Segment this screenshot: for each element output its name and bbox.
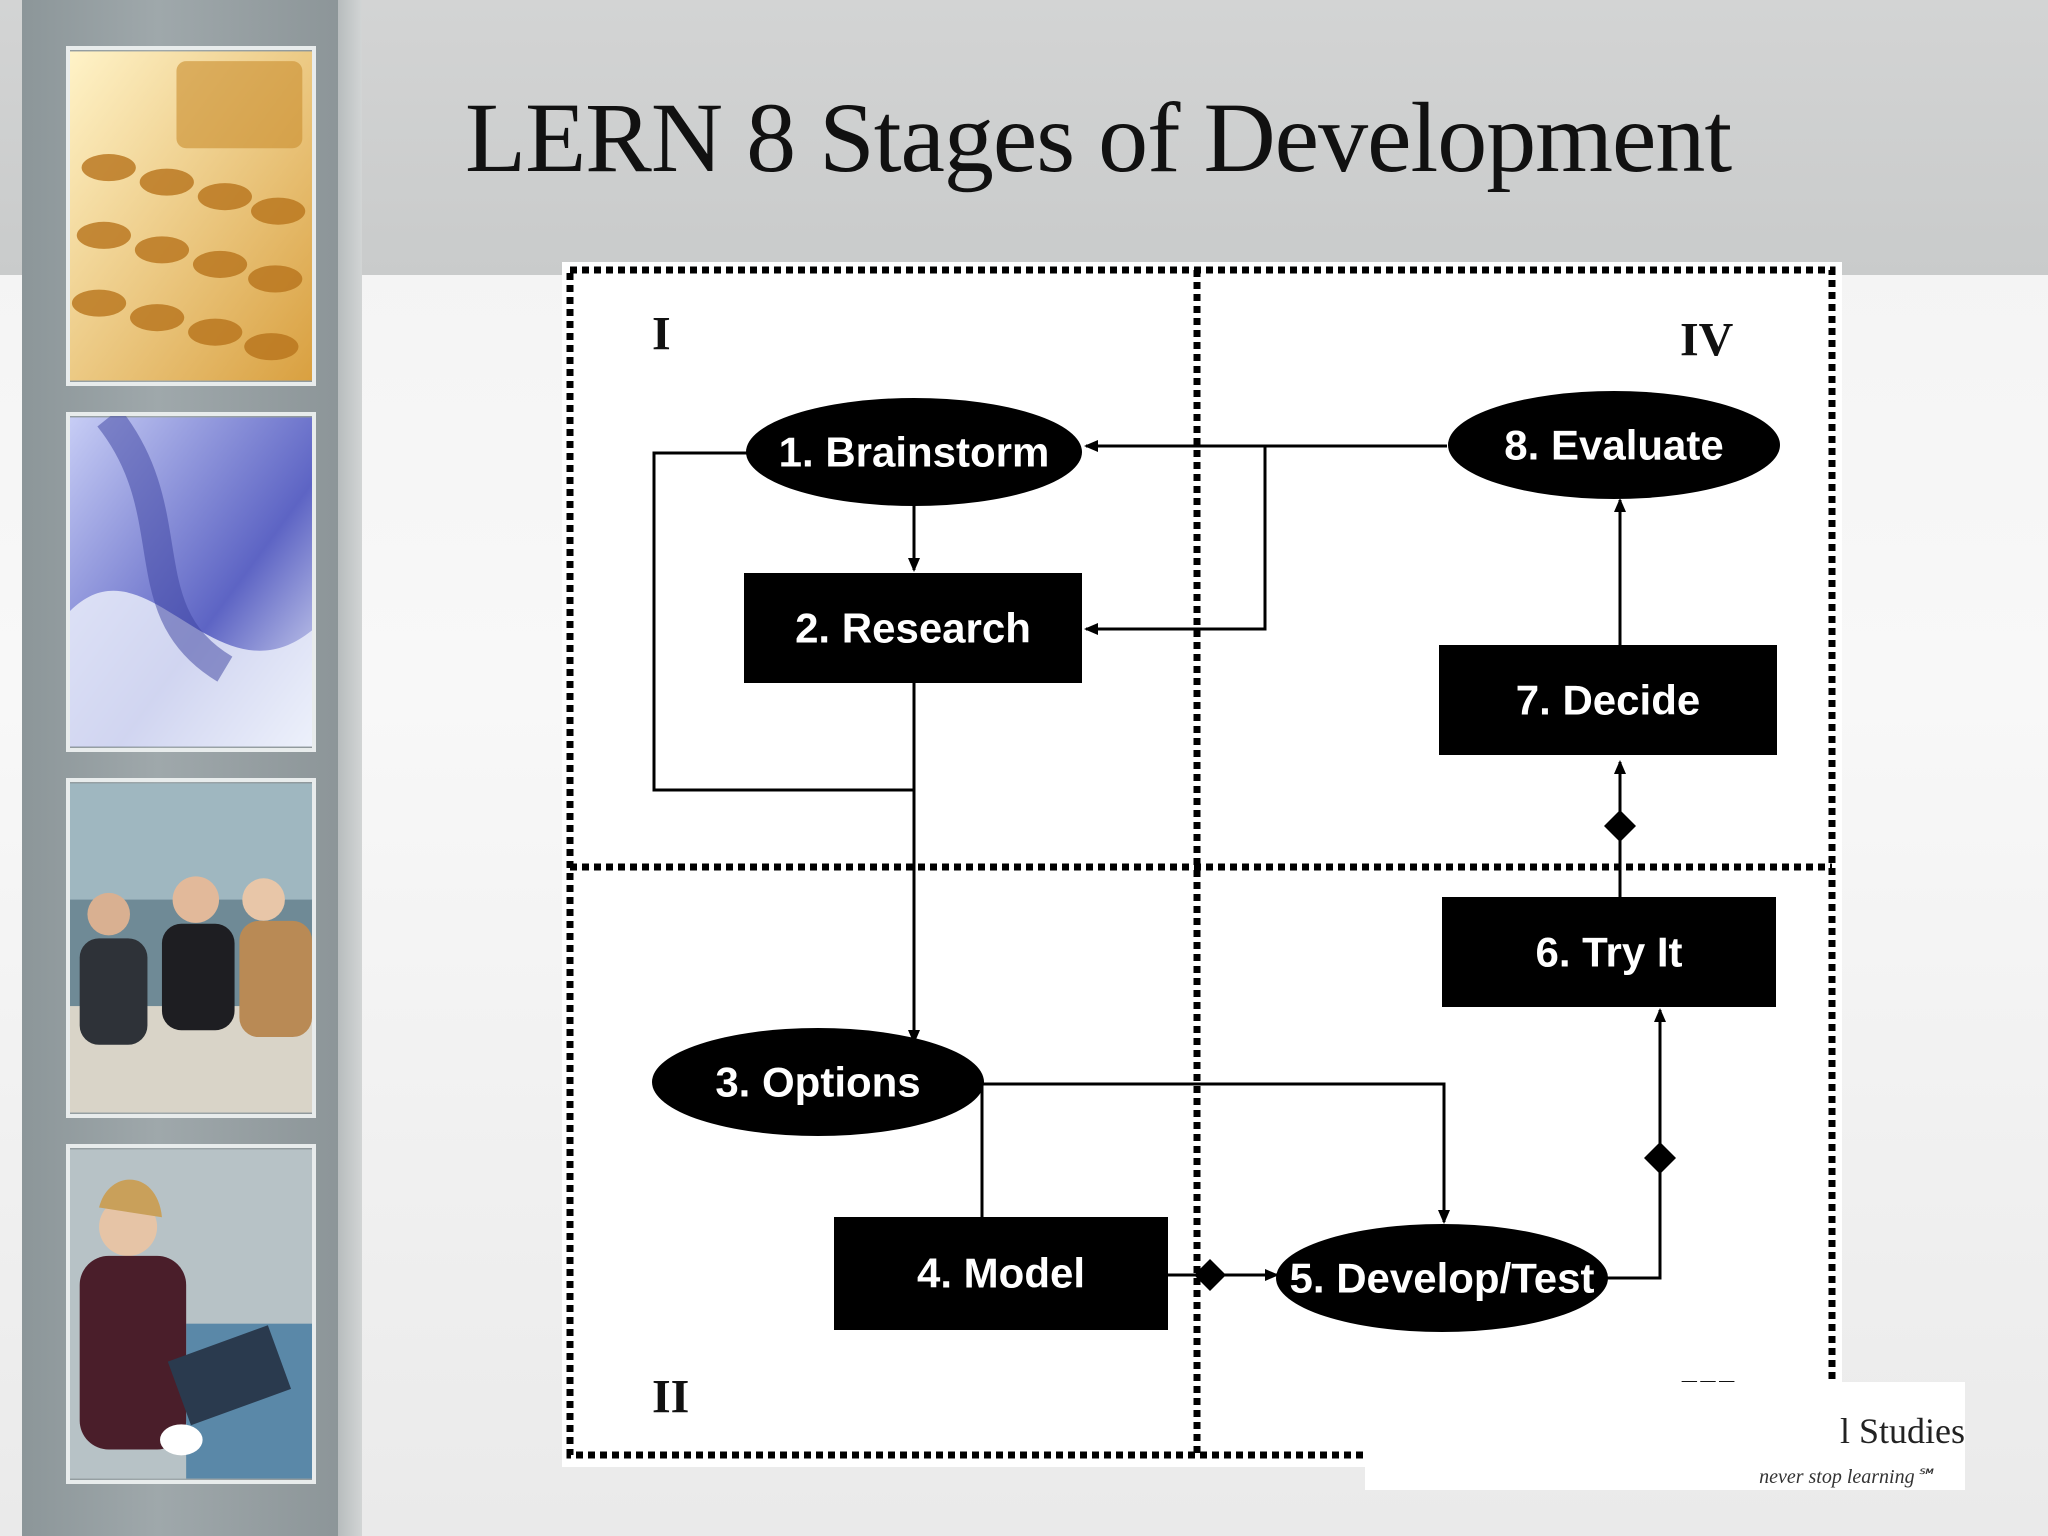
flowchart: I II III IV (566, 266, 1836, 1459)
quadrant-grid (566, 266, 1836, 1459)
spreadsheet-paper-photo (66, 412, 316, 752)
quadrant-label-4: IV (1680, 314, 1734, 367)
connector-options-develop (980, 1082, 1450, 1224)
connector-evaluate-research (1084, 446, 1267, 635)
diamond-tryit-decide (1604, 810, 1636, 842)
organization-logo: l Studies never stop learning℠ (1365, 1382, 1965, 1490)
decision-diamonds (1194, 810, 1676, 1291)
connectors (652, 440, 1666, 1281)
node-decide-label: 7. Decide (1516, 677, 1700, 724)
connector-brainstorm-loop (652, 451, 914, 792)
node-model: 4. Model (834, 1217, 1168, 1330)
node-develop-test: 5. Develop/Test (1276, 1224, 1608, 1332)
node-develop-test-label: 5. Develop/Test (1290, 1255, 1595, 1302)
quadrant-label-1: I (652, 308, 671, 361)
node-try-it-label: 6. Try It (1535, 929, 1682, 976)
node-options: 3. Options (652, 1028, 984, 1136)
woman-laptop-photo (66, 1144, 316, 1484)
calculator-photo (66, 46, 316, 386)
node-try-it: 6. Try It (1442, 897, 1776, 1007)
logo-tagline: never stop learning℠ (1759, 1466, 1935, 1488)
node-brainstorm-label: 1. Brainstorm (779, 429, 1050, 476)
business-meeting-photo (66, 778, 316, 1118)
diamond-model-develop (1194, 1259, 1226, 1291)
quadrant-label-2: II (652, 1371, 689, 1424)
connector-develop-tryit (1605, 1008, 1666, 1280)
node-research: 2. Research (744, 573, 1082, 683)
sidebar-edge (338, 0, 362, 1536)
node-brainstorm: 1. Brainstorm (746, 398, 1082, 506)
diamond-develop-tryit (1644, 1142, 1676, 1174)
node-model-label: 4. Model (917, 1250, 1085, 1297)
page-title: LERN 8 Stages of Development (465, 82, 1732, 193)
node-options-label: 3. Options (715, 1059, 920, 1106)
node-research-label: 2. Research (795, 605, 1031, 652)
node-evaluate: 8. Evaluate (1448, 391, 1780, 499)
node-evaluate-label: 8. Evaluate (1504, 422, 1723, 469)
node-decide: 7. Decide (1439, 645, 1777, 755)
diagram-frame: I II III IV (562, 262, 1842, 1467)
logo-name: l Studies (1839, 1411, 1965, 1451)
